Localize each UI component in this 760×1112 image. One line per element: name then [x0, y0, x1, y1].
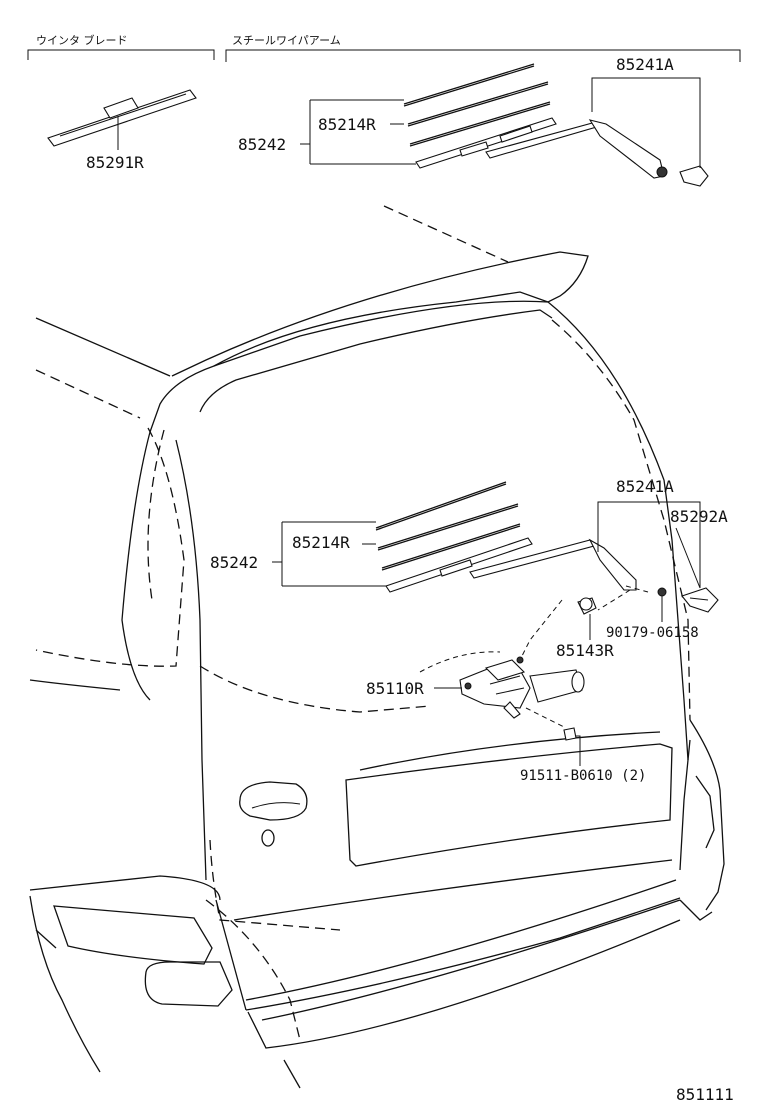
- arm-group-title: スチールワイパアーム: [232, 34, 341, 47]
- label-85110R: 85110R: [366, 679, 424, 698]
- mid-arm-group-drawing: [375, 481, 719, 613]
- label-85241A-top: 85241A: [616, 55, 674, 74]
- label-85242-top: 85242: [238, 135, 286, 154]
- diagram-id: 851111: [676, 1085, 734, 1104]
- arm-group-header: スチールワイパアーム: [225, 34, 741, 62]
- label-85242-mid: 85242: [210, 553, 258, 572]
- blade-group-header: ウインタ ブレード: [27, 33, 215, 60]
- blade-group-title: ウインタ ブレード: [36, 33, 128, 47]
- label-85214R-top: 85214R: [318, 115, 376, 134]
- label-85292A: 85292A: [670, 507, 728, 526]
- label-85241A-mid: 85241A: [616, 477, 674, 496]
- top-arm-group-drawing: [403, 63, 709, 187]
- label-85143R: 85143R: [556, 641, 614, 660]
- vehicle-body-outline: [29, 205, 725, 1089]
- winter-blade-drawing: [47, 89, 197, 150]
- label-85291R: 85291R: [86, 153, 144, 172]
- label-91511-B0610: 91511-B0610 (2): [520, 768, 646, 784]
- label-85214R-mid: 85214R: [292, 533, 350, 552]
- pivot-drawing: [577, 597, 597, 615]
- label-90179-06158: 90179-06158: [606, 625, 699, 641]
- bolt-drawing: [563, 727, 577, 741]
- motor-drawing: [459, 656, 585, 719]
